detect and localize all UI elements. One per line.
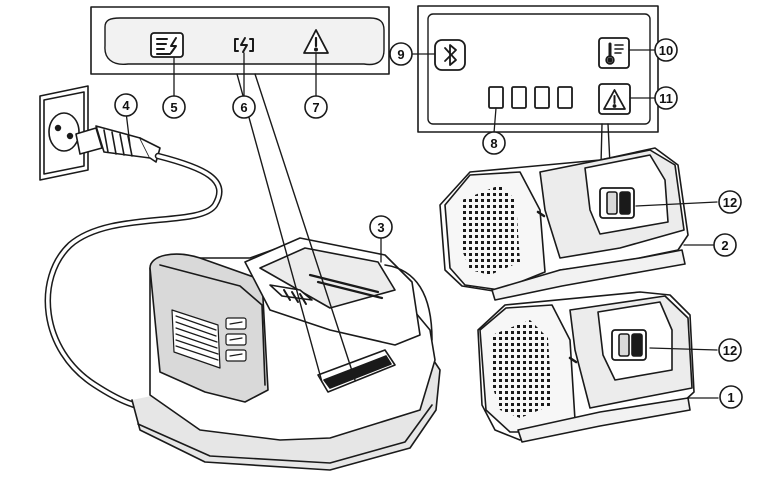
charge-level-segments [488, 86, 573, 109]
charging-icon [234, 37, 254, 53]
callout-number: 9 [397, 47, 404, 62]
battery-upper-latch[interactable] [599, 187, 635, 219]
callout-2: 2 [713, 233, 737, 257]
charge-status-icon [150, 32, 184, 58]
battery-warning-icon [598, 83, 631, 115]
callout-number: 12 [723, 195, 737, 210]
callout-1: 1 [719, 385, 743, 409]
callout-8: 8 [482, 131, 506, 155]
callout-7: 7 [304, 95, 328, 119]
callout-number: 11 [659, 91, 673, 106]
wall-socket [39, 85, 89, 181]
zoom-leader-right [254, 73, 356, 381]
callout-9: 9 [389, 42, 413, 66]
callout-number: 2 [721, 238, 728, 253]
battery-upper [439, 147, 689, 301]
charger [131, 237, 441, 471]
battery-display-panel [411, 5, 659, 206]
callout-12: 12 [718, 338, 742, 362]
callout-6: 6 [232, 95, 256, 119]
temperature-icon [598, 37, 630, 69]
battery-upper-vents [462, 185, 520, 275]
callout-3: 3 [369, 215, 393, 239]
callout-10: 10 [654, 38, 678, 62]
battery-lower [477, 291, 695, 443]
callout-number: 3 [377, 220, 384, 235]
bluetooth-icon [434, 39, 466, 71]
callout-number: 8 [490, 136, 497, 151]
callout-11: 11 [654, 86, 678, 110]
battery-lower-latch[interactable] [611, 329, 647, 361]
callout-number: 1 [727, 390, 734, 405]
led-windows [225, 317, 247, 362]
callout-12: 12 [718, 190, 742, 214]
vent-grille [171, 309, 221, 369]
callout-number: 7 [312, 100, 319, 115]
callout-4: 4 [114, 93, 138, 117]
callout-5: 5 [162, 95, 186, 119]
callout-number: 12 [723, 343, 737, 358]
callout-number: 6 [240, 100, 247, 115]
battery-lower-vents [492, 320, 552, 418]
display-zoom-panel [90, 6, 390, 383]
callout-number: 4 [122, 98, 130, 113]
zoom-leader-left [236, 73, 323, 383]
callout-number: 10 [659, 43, 673, 58]
callout-number: 5 [170, 100, 177, 115]
